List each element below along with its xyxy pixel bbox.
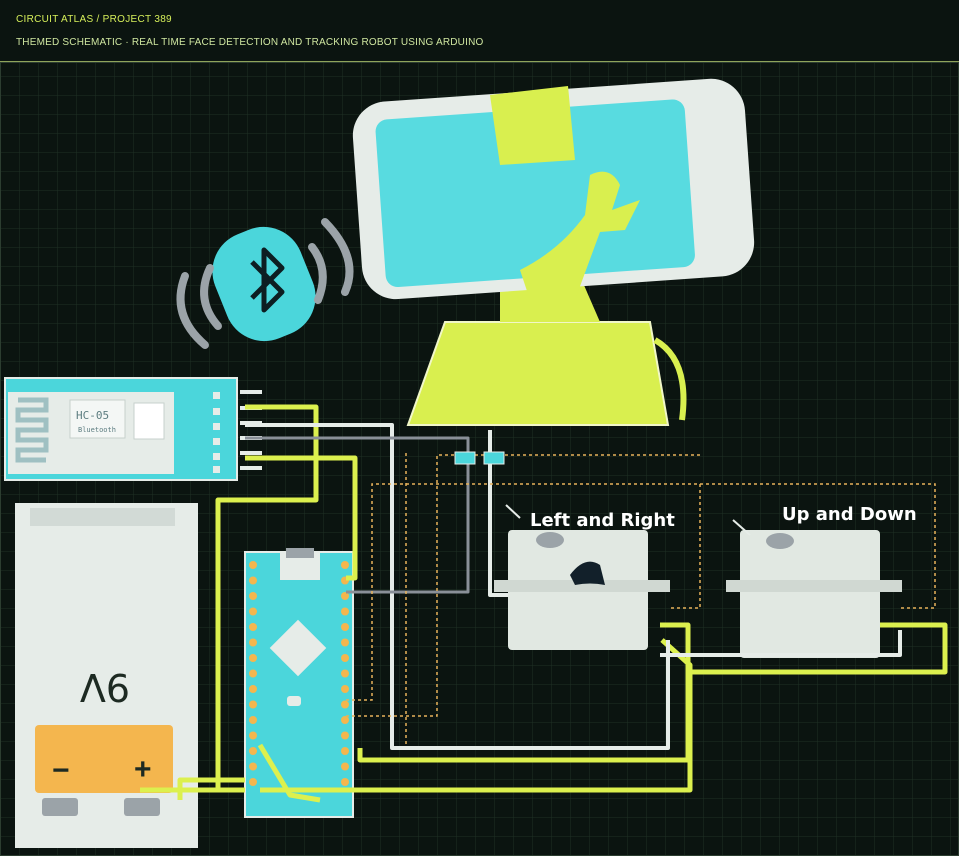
servo-pan-label: Left and Right: [530, 510, 675, 531]
nano-pin: [341, 638, 349, 647]
nano-pin: [249, 731, 257, 740]
nano-pin: [341, 685, 349, 693]
hc05-module: HC-05 Bluetooth: [4, 377, 262, 481]
battery-plus-label: +: [134, 753, 152, 786]
nano-pin: [249, 561, 257, 569]
nano-pin: [249, 654, 257, 662]
servo-tilt: Up and Down: [726, 504, 917, 658]
battery-label: 9V: [80, 665, 130, 709]
nano-pin: [341, 669, 349, 678]
nano-pin: [341, 592, 349, 600]
wire-group-gray: [245, 436, 470, 594]
servo-pan: Left and Right: [494, 504, 675, 650]
nano-pin: [249, 669, 257, 678]
nano-pin: [249, 700, 257, 709]
nano-pin: [249, 762, 257, 771]
nano-pin: [249, 685, 257, 693]
breadcrumb: CIRCUIT ATLAS / PROJECT 389: [16, 14, 172, 25]
hc05-title: HC-05: [76, 409, 109, 422]
usb-connector-icon: [280, 548, 320, 580]
nano-pin: [341, 607, 349, 616]
page-subtitle: THEMED SCHEMATIC · REAL TIME FACE DETECT…: [16, 37, 484, 48]
nano-pin: [341, 561, 349, 569]
nano-pin: [341, 716, 349, 724]
nano-pin: [341, 623, 349, 631]
smartphone: [352, 78, 755, 300]
battery-minus-label: −: [52, 754, 70, 787]
nano-pin: [341, 731, 349, 740]
nano-pin: [249, 716, 257, 724]
wire-group-orange-dashed: [346, 453, 936, 745]
nano-pin: [249, 607, 257, 616]
nano-pin: [341, 654, 349, 662]
nano-pin: [249, 623, 257, 631]
nano-pin: [249, 576, 257, 585]
nano-pin: [249, 638, 257, 647]
wire-group-yellow: [140, 404, 948, 803]
phone-holder-clip: [490, 86, 575, 165]
nano-pin: [341, 747, 349, 755]
nano-pin: [341, 778, 349, 786]
wifi-wave-icon: [176, 218, 354, 349]
wire-group-white: [245, 423, 902, 750]
nano-pin: [249, 778, 257, 786]
arduino-nano: [244, 548, 354, 818]
bluetooth-icon: [212, 226, 316, 342]
header-divider: [0, 61, 959, 62]
hc05-subtitle: Bluetooth: [78, 426, 116, 434]
battery-9v: 9V − +: [15, 503, 198, 848]
nano-pin: [341, 700, 349, 709]
nano-pin: [249, 592, 257, 600]
wire-connectors: [454, 451, 505, 465]
nano-pin: [249, 747, 257, 755]
face-silhouette: [520, 171, 640, 300]
servo-tilt-label: Up and Down: [782, 504, 917, 525]
nano-pin: [341, 762, 349, 771]
